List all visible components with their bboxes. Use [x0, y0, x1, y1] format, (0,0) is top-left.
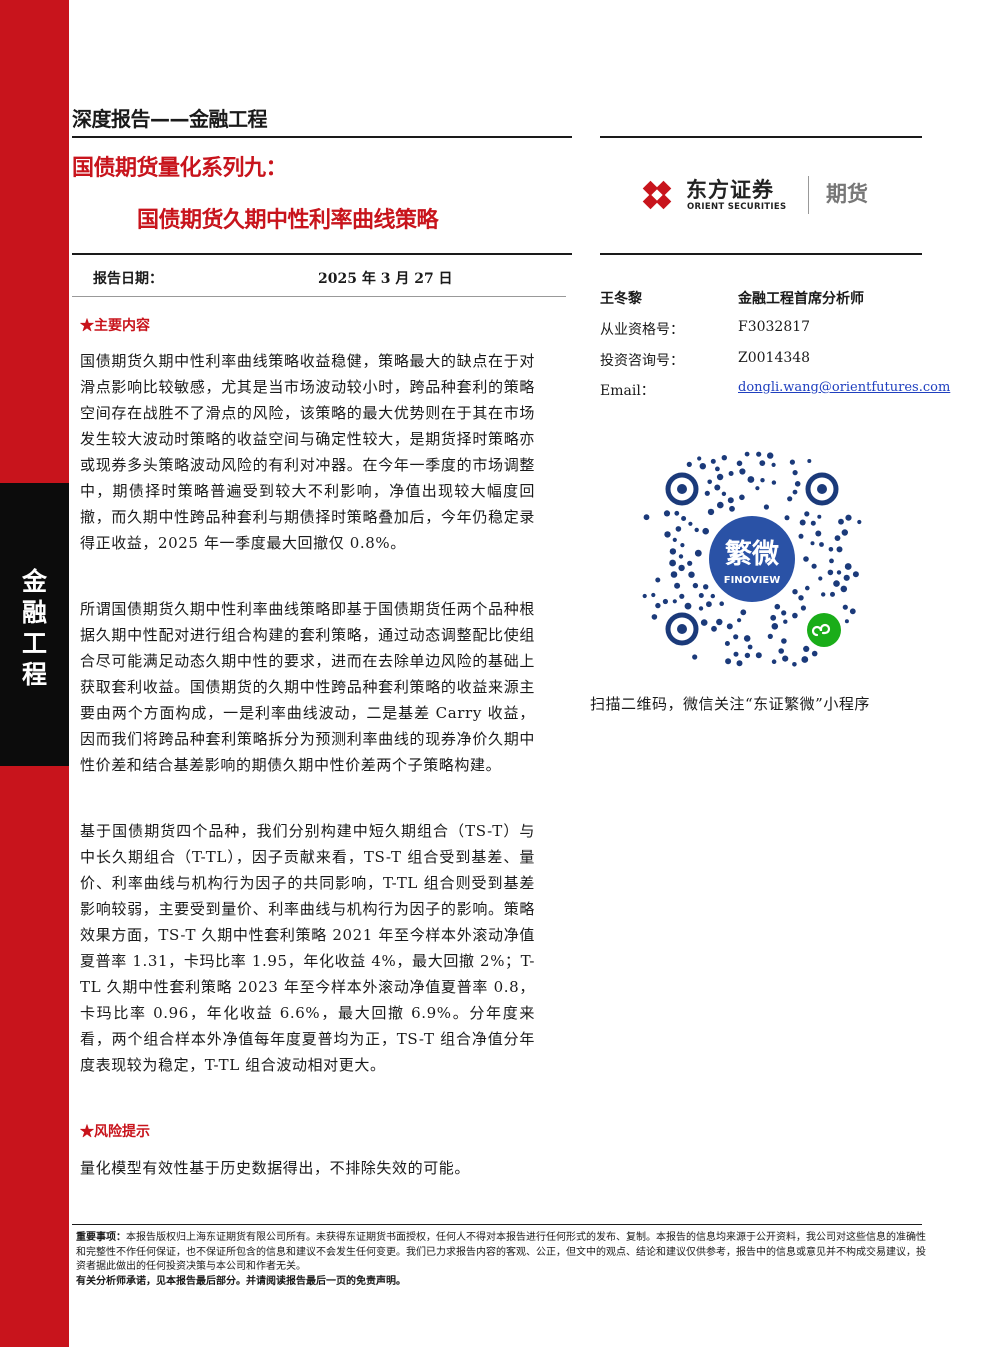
consult-label: 投资咨询号： [600, 353, 684, 369]
qr-center-badge [709, 516, 795, 602]
qr-caption: 扫描二维码，微信关注“东证繁微”小程序 [590, 695, 870, 713]
qr-brand-en: FINOVIEW [724, 575, 780, 586]
qr-pattern [642, 451, 862, 667]
logo-name-cn: 东方证券 [686, 178, 774, 202]
qr-finder-bottom-left [665, 612, 699, 646]
footer-divider [72, 1224, 922, 1225]
sidebar-char: 程 [21, 660, 47, 689]
consult-value: Z0014348 [738, 350, 811, 366]
header-divider [72, 136, 572, 138]
sidebar-char: 金 [21, 567, 47, 596]
license-value: F3032817 [738, 319, 811, 335]
company-logo: 东方证券 ORIENT SECURITIES 期货 [636, 172, 896, 218]
sidebar-vertical-title: 金 融 工 程 [0, 566, 69, 690]
email-link[interactable]: dongli.wang@orientfutures.com [738, 380, 951, 395]
summary-paragraph-1: 国债期货久期中性利率曲线策略收益稳健，策略最大的缺点在于对滑点影响比较敏感，尤其… [80, 352, 535, 552]
disclaimer-last-line: 有关分析师承诺，见本报告最后部分。并请阅读报告最后一页的免责声明。 [76, 1275, 406, 1287]
report-date-value: 2025 年 3 月 27 日 [318, 271, 453, 287]
miniprogram-icon [807, 613, 841, 647]
summary-paragraph-3: 基于国债期货四个品种，我们分别构建中短久期组合（TS-T）与中长久期组合（T-T… [80, 822, 535, 1074]
series-title: 国债期货量化系列九： [72, 156, 288, 181]
qr-finder-top-left [665, 472, 699, 506]
logo-suffix: 期货 [826, 182, 868, 206]
logo-name-en: ORIENT SECURITIES [687, 202, 787, 212]
report-date-label: 报告日期： [93, 271, 163, 287]
qr-code[interactable]: 繁微 FINOVIEW [636, 443, 868, 675]
risk-heading: ★风险提示 [80, 1124, 150, 1140]
analyst-name: 王冬黎 [600, 291, 642, 307]
license-label: 从业资格号： [600, 322, 684, 338]
title-divider [72, 253, 572, 255]
disclaimer-lead: 重要事项： [76, 1232, 126, 1243]
risk-paragraph: 量化模型有效性基于历史数据得出，不排除失效的可能。 [80, 1159, 471, 1177]
date-divider [72, 296, 566, 297]
orient-securities-logo-icon [642, 180, 672, 210]
header-divider-right [600, 136, 922, 138]
report-type: 深度报告——金融工程 [72, 107, 268, 131]
report-title: 国债期货久期中性利率曲线策略 [137, 208, 439, 233]
summary-heading: ★主要内容 [80, 318, 150, 334]
logo-separator [808, 176, 809, 214]
qr-brand-cn: 繁微 [725, 539, 779, 570]
qr-finder-top-right [805, 472, 839, 506]
disclaimer: 重要事项：本报告版权归上海东证期货有限公司所有。未获得东证期货书面授权，任何人不… [76, 1231, 926, 1289]
sidebar-char: 工 [21, 629, 47, 658]
sidebar-category-block [0, 483, 69, 766]
email-label: Email： [600, 383, 655, 399]
disclaimer-body: 本报告版权归上海东证期货有限公司所有。未获得东证期货书面授权，任何人不得对本报告… [76, 1232, 926, 1272]
sidebar-char: 融 [21, 598, 47, 627]
title-divider-right [600, 253, 922, 255]
summary-paragraph-2: 所谓国债期货久期中性利率曲线策略即基于国债期货任两个品种根据久期中性配对进行组合… [80, 600, 535, 774]
analyst-title: 金融工程首席分析师 [738, 291, 864, 307]
